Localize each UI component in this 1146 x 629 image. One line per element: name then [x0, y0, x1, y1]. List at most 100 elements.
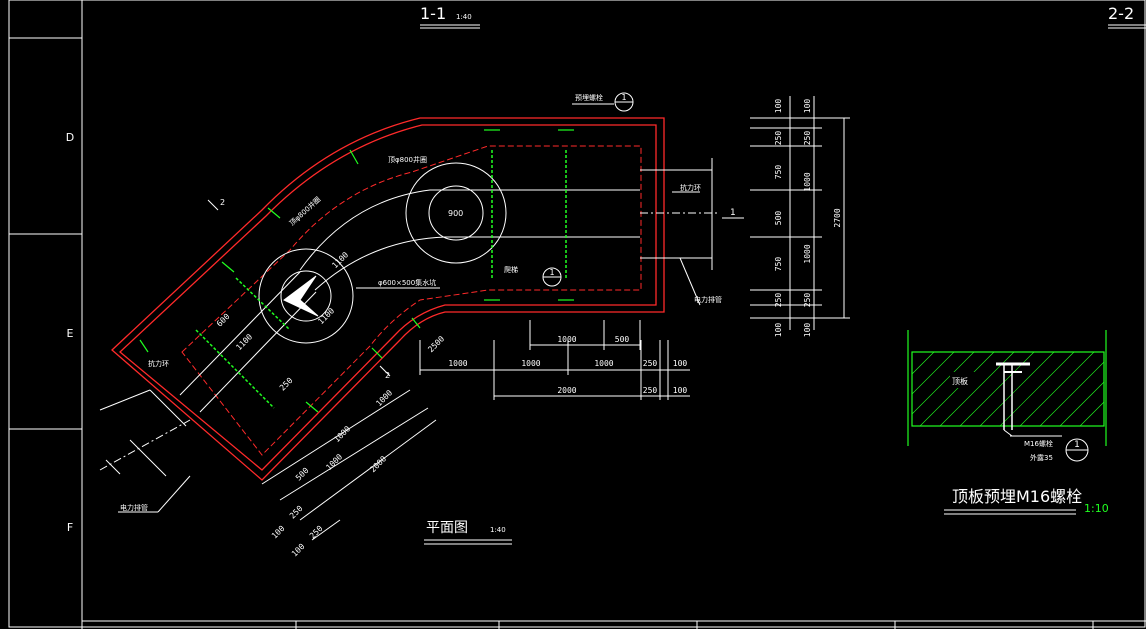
dim-text: 250 [278, 376, 295, 393]
dim-text: 2500 [426, 334, 446, 354]
plan-title: 平面图 [426, 520, 468, 536]
circle-mark-text: 1 [1074, 440, 1080, 450]
label-pipe-outlet-left: 抗力环 [148, 359, 169, 368]
dim-text: 100 [803, 99, 812, 114]
dim-text: 250 [774, 131, 783, 146]
dim-text: 1000 [374, 388, 394, 408]
label-pipe-outlet-left2: 电力排管 [120, 503, 148, 512]
rebar-tick [267, 207, 281, 219]
label-manhole-side: 顶φ800井圈 [287, 195, 322, 228]
bolt-end [1003, 429, 1013, 437]
label-sump: φ600×500集水坑 [378, 278, 436, 287]
dim-text: 100 [270, 524, 287, 541]
dim-text: 1000 [448, 359, 467, 368]
dim-text: 1100 [234, 332, 254, 352]
section-mark-line [379, 365, 391, 377]
dim-text: 1000 [557, 335, 576, 344]
dim-text: 1000 [332, 424, 352, 444]
plan-channel [179, 158, 720, 413]
manhole-inner-circle [280, 270, 332, 322]
dim-text: 250 [643, 386, 658, 395]
label-pipe-outlet-bottom: 电力排管 [694, 295, 722, 304]
detail-scale: 1:10 [1084, 502, 1109, 515]
plan-scale: 1:40 [490, 526, 506, 534]
rebar-line [195, 329, 275, 409]
channel-edge-diag-top [179, 271, 301, 396]
dim-text: 100 [673, 386, 688, 395]
bolt-label-2: 外露35 [1030, 453, 1053, 462]
rebar-tick [305, 401, 319, 413]
leader-line [679, 257, 701, 306]
dim-text: 250 [803, 131, 812, 146]
section-1-1-title: 1-1 [420, 4, 446, 23]
row-label-e: E [67, 327, 74, 340]
dim-total-text: 2700 [833, 208, 842, 227]
section-mark-2: 2 [220, 198, 225, 207]
bolt-detail: 顶板 M16螺栓 外露35 1 顶板预埋M16螺栓 1:10 [907, 330, 1109, 515]
section-mark-1: 1 [730, 208, 736, 218]
dim-text: 1000 [803, 172, 812, 191]
right-dimension-chain: 100 250 750 500 750 250 100 100 250 1000… [750, 96, 850, 337]
dim-text: 250 [308, 524, 325, 541]
slab-label: 顶板 [952, 376, 968, 386]
channel-edge-top [299, 189, 640, 271]
dim-text: 750 [774, 165, 783, 180]
dim-text: 100 [290, 542, 307, 559]
rebar-tick [411, 317, 421, 329]
manhole-inner-circle [428, 185, 484, 241]
dim-text: 1000 [521, 359, 540, 368]
dim-text: 600 [215, 312, 232, 329]
slab-section [911, 351, 1105, 427]
dim-text: 750 [774, 257, 783, 272]
rebar-tick [139, 339, 149, 353]
manhole-right: 900 [405, 162, 507, 264]
section-mark-2b: 2 [385, 371, 390, 380]
left-pipe [99, 389, 191, 477]
manhole-outer-circle [258, 248, 354, 344]
outer-wall-outline-2 [119, 124, 657, 471]
dim-text: 100 [774, 323, 783, 338]
label-embed-bolt: 预埋螺栓 [575, 93, 603, 102]
section-1-1-scale: 1:40 [456, 13, 472, 21]
rebar-line [235, 277, 291, 331]
outer-wall-outline [111, 117, 665, 481]
channel-edge-diag-bottom [199, 291, 317, 413]
slab-label-bg [950, 372, 976, 388]
circle-mark-text: 1 [549, 268, 554, 277]
label-ladder: 爬梯 [504, 265, 518, 274]
dim-text: 100 [774, 99, 783, 114]
dim-text: 1100 [330, 250, 350, 270]
leader-line [157, 475, 191, 513]
inner-wall-hidden [181, 145, 642, 456]
circle-mark-text: 1 [621, 93, 626, 102]
plan-outline [111, 117, 665, 481]
channel-edge-bottom [314, 236, 640, 291]
label-manhole-top: 顶φ800井圈 [388, 155, 427, 164]
dim-text: 1000 [803, 244, 812, 263]
north-arrow-icon [283, 275, 319, 317]
manhole-radius-label: 900 [448, 209, 463, 218]
rebar-tick [221, 261, 235, 273]
dim-text: 250 [643, 359, 658, 368]
manhole-outer-circle [405, 162, 507, 264]
dim-text: 500 [774, 211, 783, 226]
bottom-dimension-chain: 1000 500 1000 1000 1000 250 100 2000 250… [419, 320, 690, 400]
dim-text: 1000 [594, 359, 613, 368]
dim-text: 1100 [316, 306, 336, 326]
dim-text: 100 [803, 323, 812, 338]
bolt-label-1: M16螺栓 [1024, 439, 1053, 448]
section-mark-line [207, 199, 219, 211]
section-2-2-title: 2-2 [1108, 4, 1134, 23]
label-pipe-outlet-top: 抗力环 [680, 183, 701, 192]
row-label-d: D [66, 131, 74, 144]
detail-title: 顶板预埋M16螺栓 [952, 487, 1082, 506]
dim-text: 100 [673, 359, 688, 368]
rebar-tick [371, 347, 383, 359]
dim-text: 250 [803, 293, 812, 308]
rebar-tick [349, 149, 359, 165]
dim-text: 250 [774, 293, 783, 308]
rebar-marks [139, 129, 574, 413]
dim-text: 500 [615, 335, 630, 344]
row-label-f: F [67, 521, 73, 534]
